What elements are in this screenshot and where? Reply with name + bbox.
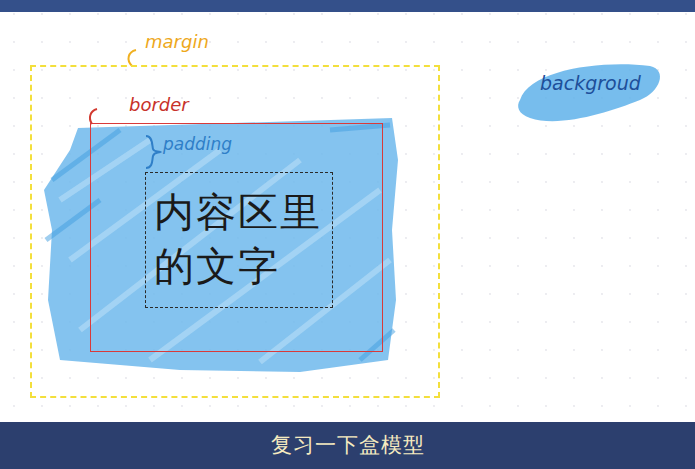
background-wash xyxy=(44,118,398,372)
wash-dark-streaks xyxy=(46,125,394,360)
box-heading: margin xyxy=(145,31,209,52)
box-heading: border xyxy=(129,94,189,115)
background-swatch xyxy=(518,64,660,121)
padding-brace xyxy=(146,136,160,168)
padding-label: padding xyxy=(163,134,232,154)
background-label: backgroud xyxy=(540,72,641,94)
caption: 复习一下盒模型 xyxy=(0,422,695,469)
box-model-illustration xyxy=(0,0,695,422)
border-box: border内容区里 的文字 xyxy=(90,123,383,352)
dot-grid xyxy=(0,12,695,422)
wash-streaks xyxy=(60,140,390,362)
margin-tick xyxy=(129,50,136,66)
margin-box: marginborder内容区里 的文字 xyxy=(30,65,440,398)
border-tick xyxy=(90,109,97,124)
top-bar xyxy=(0,0,695,12)
content-text: 内容区里 的文字 xyxy=(154,185,322,293)
content-box: 内容区里 的文字 xyxy=(145,172,333,308)
